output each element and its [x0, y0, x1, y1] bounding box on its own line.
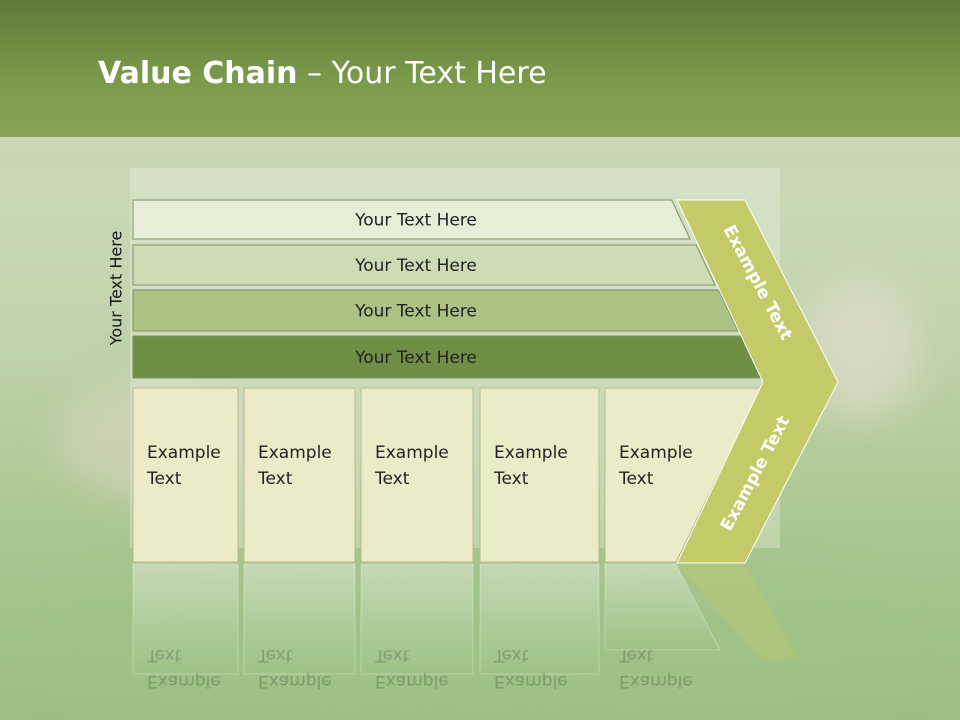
cell-label-line1: Example [258, 443, 332, 463]
cell-reflection [604, 563, 721, 651]
title-rest: – Your Text Here [297, 56, 547, 91]
chevron-arrow [676, 199, 839, 564]
cell-reflection-line2: Text [374, 645, 410, 665]
activity-cell [479, 387, 600, 563]
bar-label: Your Text Here [354, 256, 477, 276]
title-bold: Value Chain [98, 56, 298, 91]
cell-label-line2: Text [146, 469, 182, 489]
cell-label-line1: Example [619, 443, 693, 463]
cell-label-line1: Example [147, 443, 221, 463]
title-bar-strip [0, 137, 960, 167]
cell-reflection-line1: Example [619, 671, 693, 691]
activity-cell [604, 387, 762, 563]
activity-cell [132, 387, 239, 563]
cell-label-line2: Text [374, 469, 410, 489]
value-chain-bar [132, 289, 739, 332]
cell-reflection-line2: Text [618, 645, 654, 665]
cell-reflection-line1: Example [375, 671, 449, 691]
title-bar [0, 0, 960, 137]
page-title: Value Chain – Your Text Here [98, 56, 547, 91]
cell-reflection-line2: Text [146, 645, 182, 665]
value-chain-bar [132, 199, 691, 240]
bar-label: Your Text Here [354, 348, 477, 368]
cell-label-line2: Text [493, 469, 529, 489]
cell-reflection-line2: Text [257, 645, 293, 665]
value-chain-bar [132, 244, 716, 286]
chevron-reflection [677, 564, 800, 660]
cell-reflection-line1: Example [258, 671, 332, 691]
cell-reflection-line2: Text [493, 645, 529, 665]
bar-label: Your Text Here [354, 302, 477, 322]
cell-label-line2: Text [257, 469, 293, 489]
cell-label-line2: Text [618, 469, 654, 489]
cell-reflection [132, 563, 239, 675]
bar-label: Your Text Here [354, 211, 477, 231]
activity-cell [243, 387, 356, 563]
cell-label-line1: Example [494, 443, 568, 463]
cell-reflection [479, 563, 600, 675]
cell-reflection [360, 563, 474, 675]
cell-reflection-line1: Example [494, 671, 568, 691]
cell-reflection [243, 563, 356, 675]
cell-label-line1: Example [375, 443, 449, 463]
cell-reflection-line1: Example [147, 671, 221, 691]
activity-cell [360, 387, 474, 563]
